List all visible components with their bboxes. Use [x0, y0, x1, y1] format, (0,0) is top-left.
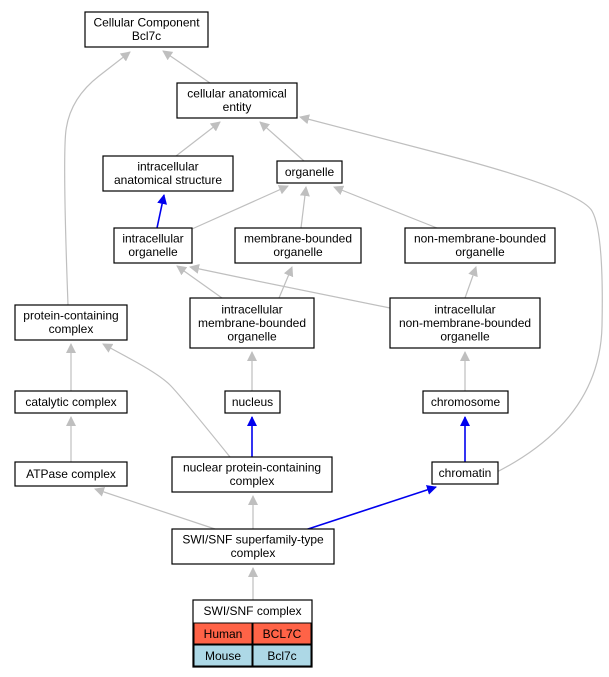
mouse-species-cell — [193, 644, 253, 667]
term-label-line: catalytic complex — [25, 395, 116, 409]
term-node-chromosome[interactable]: chromosome — [422, 390, 509, 414]
term-box — [189, 297, 315, 349]
edge-part-of-intracellular-organelle-to-intracellular-anatomical-structure — [156, 194, 168, 229]
term-node-catalytic-complex[interactable]: catalytic complex — [14, 390, 128, 414]
term-box — [14, 461, 128, 487]
term-label-line: intracellular — [221, 302, 282, 316]
edge-is-a-intracellular-non-membrane-bounded-organelle-to-non-membrane-bounded-organelle — [464, 266, 478, 299]
term-node-organelle[interactable]: organelle — [276, 160, 343, 184]
term-box — [224, 390, 281, 414]
term-label-line: organelle — [440, 329, 490, 343]
term-node-nucleus[interactable]: nucleus — [224, 390, 281, 414]
edge-is-a-non-membrane-bounded-organelle-to-organelle — [333, 185, 438, 229]
term-box — [404, 227, 556, 264]
mouse-species-label: Mouse — [205, 649, 241, 663]
term-box — [102, 155, 234, 192]
term-label-line: chromatin — [439, 466, 492, 480]
term-box — [276, 160, 343, 184]
human-species-label: Human — [204, 627, 243, 641]
term-box — [389, 297, 541, 349]
term-box — [431, 461, 499, 485]
term-label-line: intracellular — [122, 232, 183, 246]
term-label-line: intracellular — [434, 302, 495, 316]
edge-is-a-intracellular-membrane-bounded-organelle-to-intracellular-organelle — [176, 265, 223, 299]
edge-part-of-swi-snf-superfamily-type-complex-to-chromatin — [304, 485, 437, 531]
term-box — [84, 11, 209, 48]
term-label-line: SWI/SNF superfamily-type — [182, 533, 324, 547]
term-label-line: organelle — [285, 165, 335, 179]
term-label-line: complex — [231, 546, 276, 560]
term-node-chromatin[interactable]: chromatin — [431, 461, 499, 485]
edge-is-a-membrane-bounded-organelle-to-organelle — [299, 186, 310, 229]
edge-is-a-protein-containing-complex-to-cellular-component — [64, 51, 131, 306]
term-box — [14, 304, 128, 341]
term-box — [171, 528, 335, 565]
term-label-line: anatomical structure — [114, 173, 222, 187]
term-label-line: nucleus — [232, 395, 273, 409]
term-label-line: protein-containing — [23, 309, 118, 323]
term-box — [113, 227, 193, 264]
term-label-line: Bcl7c — [132, 29, 161, 43]
edge-is-a-intracellular-membrane-bounded-organelle-to-membrane-bounded-organelle — [278, 266, 294, 299]
term-label-line: non-membrane-bounded — [414, 232, 546, 246]
term-label-line: membrane-bounded — [198, 316, 306, 330]
term-label-line: organelle — [273, 245, 323, 259]
term-label-line: organelle — [455, 245, 505, 259]
term-label-line: organelle — [128, 245, 178, 259]
term-label-line: non-membrane-bounded — [399, 316, 531, 330]
term-box — [171, 456, 333, 493]
term-label-line: Cellular Component — [93, 16, 200, 30]
mouse-gene-label: Bcl7c — [267, 649, 296, 663]
term-label-line: complex — [49, 322, 94, 336]
human-gene-label: BCL7C — [263, 627, 302, 641]
term-label-line: membrane-bounded — [244, 232, 352, 246]
term-label-line: cellular anatomical — [187, 87, 286, 101]
edge-is-a-intracellular-non-membrane-bounded-organelle-to-intracellular-organelle — [189, 263, 391, 309]
edge-layer — [64, 50, 603, 600]
annotated-term-title: SWI/SNF complex — [203, 604, 301, 618]
term-label-line: entity — [223, 100, 252, 114]
annotated-term-swi-snf-complex[interactable]: SWI/SNF complex Human BCL7C Mouse Bcl7c — [192, 599, 313, 668]
edge-is-a-intracellular-anatomical-structure-to-cellular-anatomical-entity — [175, 121, 221, 157]
term-box — [234, 227, 362, 264]
term-box — [422, 390, 509, 414]
term-label-line: complex — [230, 474, 275, 488]
term-box — [176, 82, 298, 119]
term-node-atpase-complex[interactable]: ATPase complex — [14, 461, 128, 487]
term-label-line: intracellular — [137, 160, 198, 174]
human-species-cell — [193, 622, 253, 645]
term-label-line: organelle — [227, 329, 277, 343]
term-label-line: ATPase complex — [26, 467, 116, 481]
edge-is-a-nuclear-protein-containing-complex-to-protein-containing-complex — [102, 343, 231, 458]
term-label-line: nuclear protein-containing — [183, 461, 321, 475]
edge-is-a-swi-snf-superfamily-type-complex-to-atpase-complex — [94, 487, 216, 530]
human-gene-cell — [252, 622, 312, 645]
mouse-gene-cell — [252, 644, 312, 667]
edge-is-a-organelle-to-cellular-anatomical-entity — [259, 121, 305, 162]
term-box — [14, 390, 128, 414]
edge-is-a-intracellular-organelle-to-organelle — [191, 185, 289, 230]
edge-is-a-chromatin-to-cellular-anatomical-entity — [299, 114, 603, 474]
edge-is-a-cellular-anatomical-entity-to-cellular-component — [162, 50, 211, 84]
term-node-intracellular-non-membrane-bounded-organelle[interactable]: intracellularnon-membrane-boundedorganel… — [389, 297, 541, 349]
term-label-line: chromosome — [431, 395, 501, 409]
